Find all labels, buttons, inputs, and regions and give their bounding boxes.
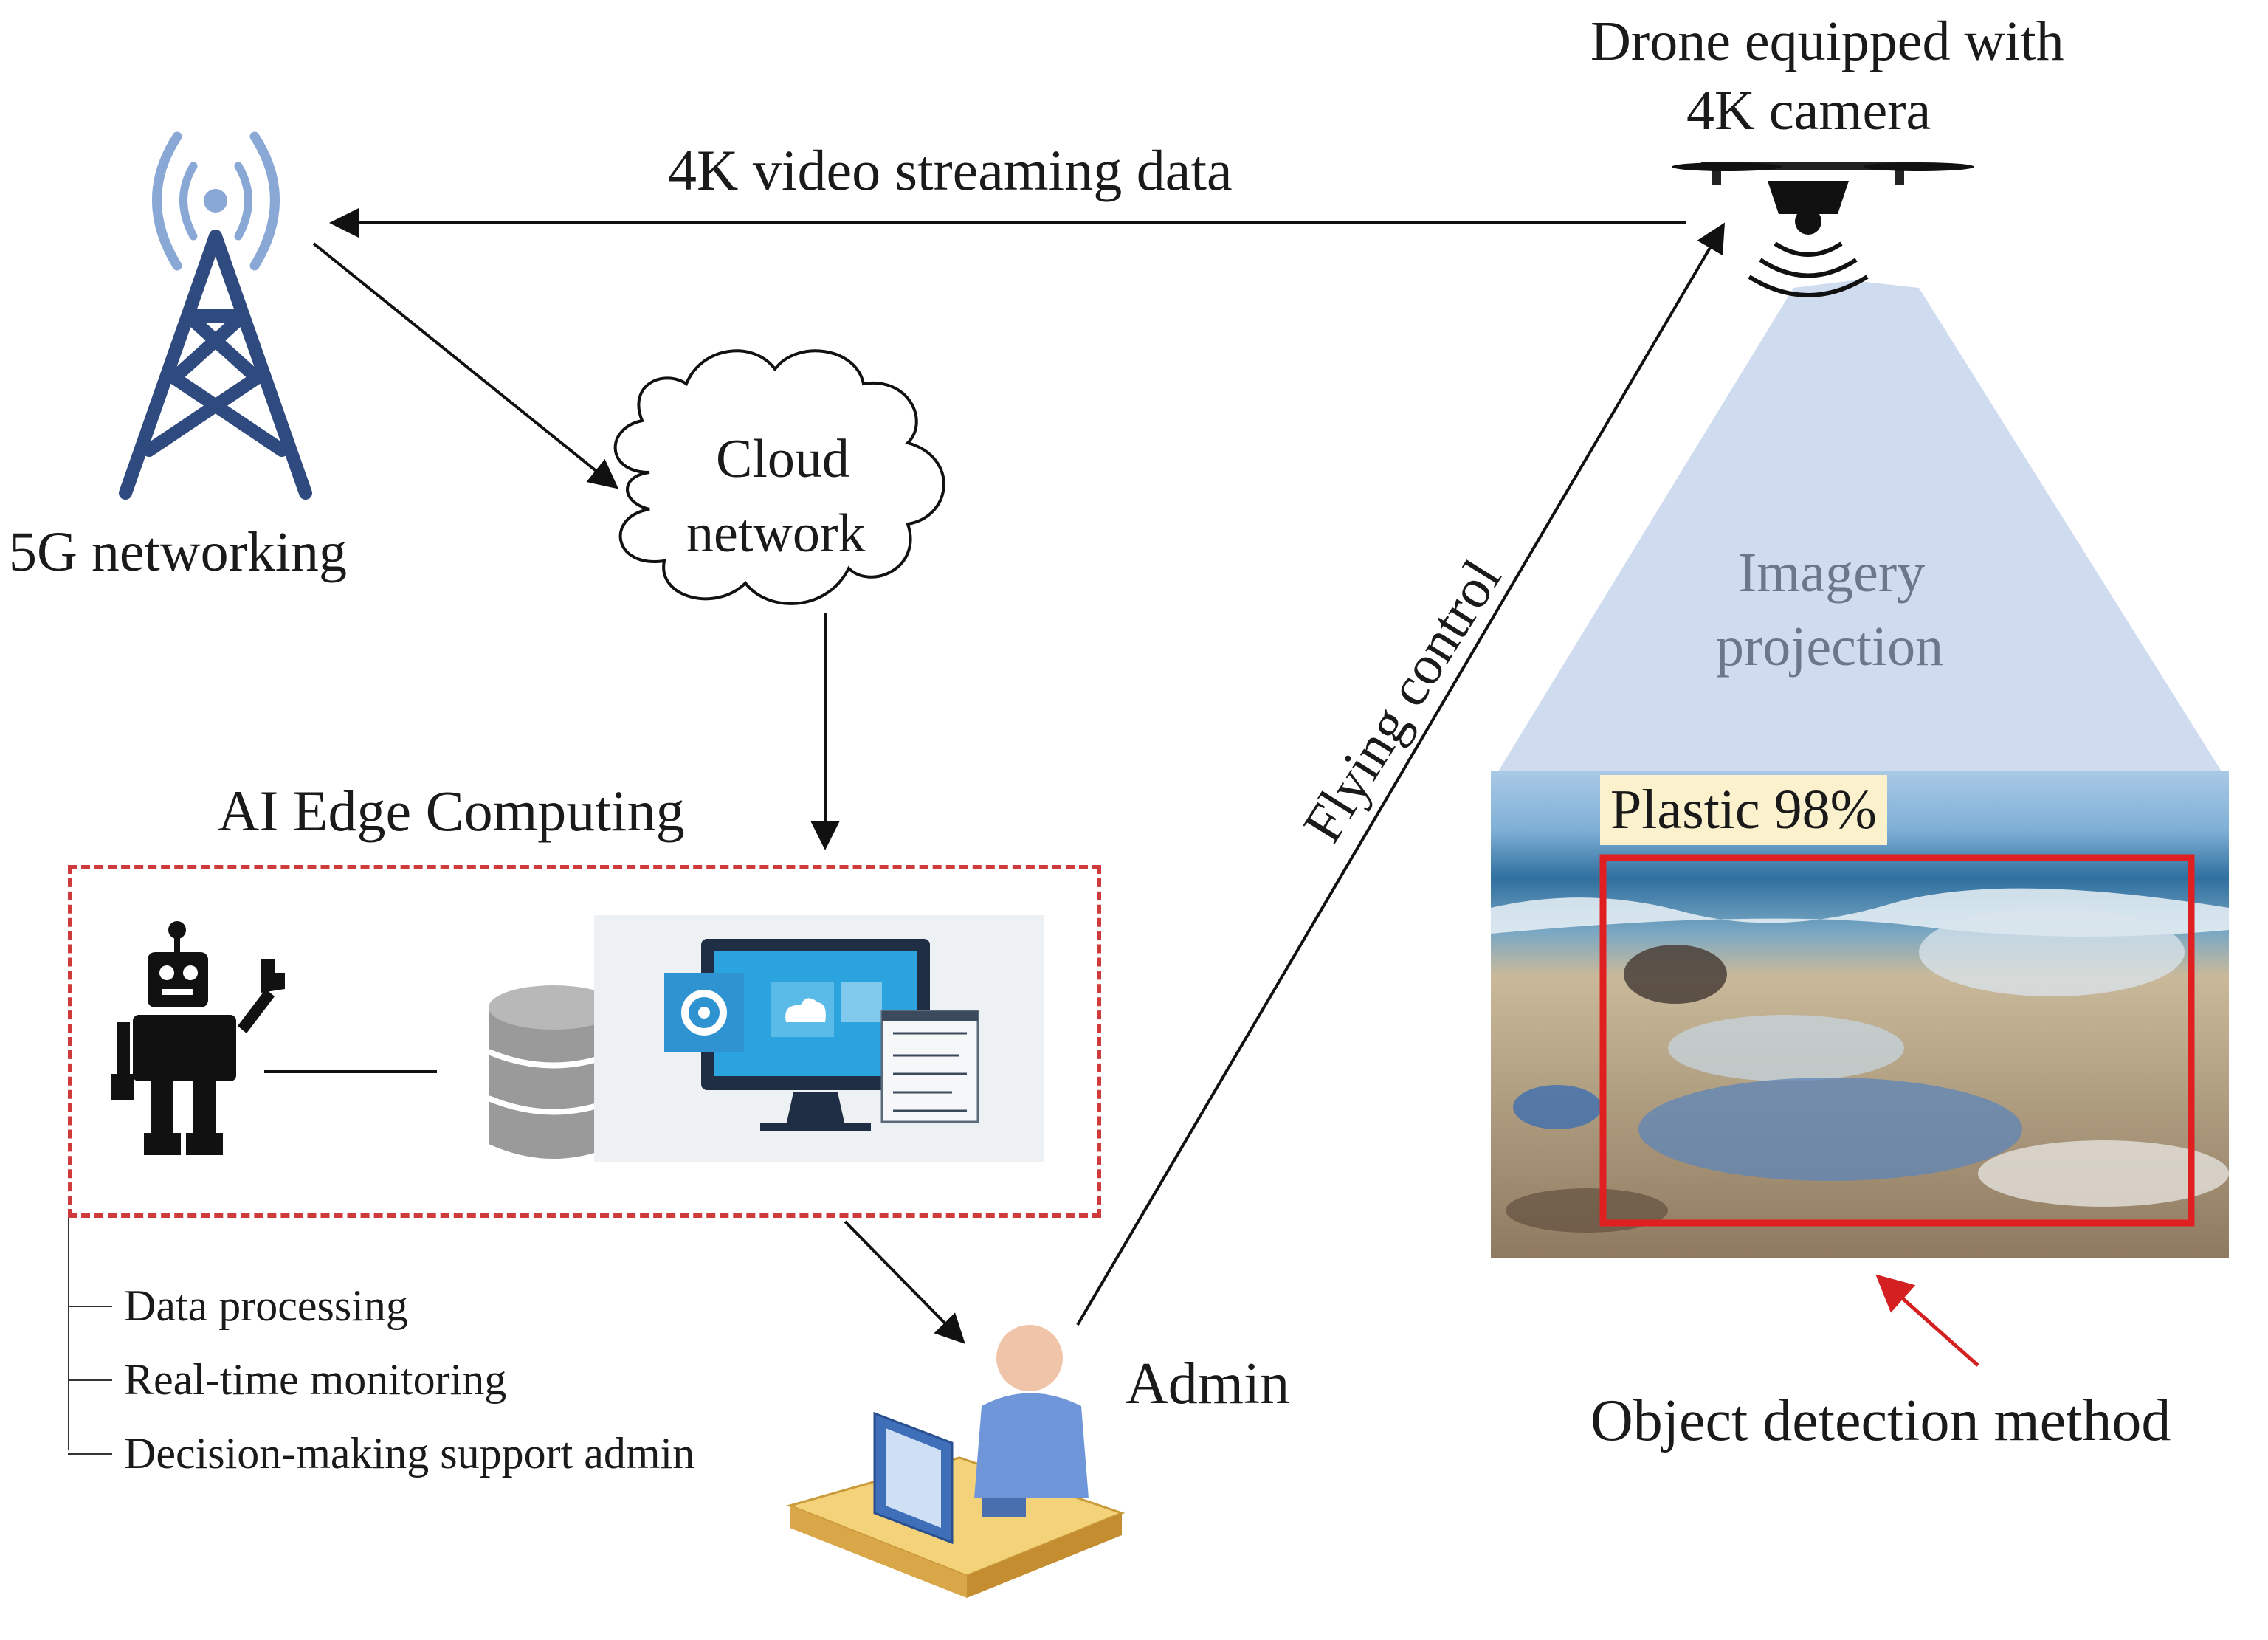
projection-label-line2: projection	[1716, 616, 1944, 678]
beach-photo	[1491, 771, 2229, 1258]
database-icon	[487, 985, 620, 1159]
edge-computing-box	[68, 865, 1101, 1218]
drone-icon	[1672, 162, 1974, 297]
projection-label-line1: Imagery	[1738, 542, 1926, 604]
tower-to-cloud-arrow	[312, 242, 619, 489]
admin-at-desk-icon	[786, 1325, 1126, 1598]
method-label: Object detection method	[1590, 1388, 2171, 1453]
drone-label-line1: Drone equipped with	[1590, 10, 2064, 72]
robot-icon	[111, 921, 285, 1155]
cloud-label-line1: Cloud	[716, 429, 849, 489]
detection-pointer-arrow	[1875, 1274, 1979, 1367]
tower-label: 5G networking	[9, 521, 348, 583]
drone-label-line2: 4K camera	[1686, 80, 1931, 142]
detection-bounding-box	[1599, 854, 2195, 1227]
cloud-icon	[613, 349, 945, 605]
edge-title: AI Edge Computing	[218, 779, 685, 843]
edge-to-admin-arrow	[844, 1220, 965, 1344]
detection-tag: Plastic 98%	[1600, 775, 1887, 845]
projection-cone	[1498, 280, 2222, 771]
monitor-icon	[594, 915, 1044, 1162]
admin-label: Admin	[1126, 1351, 1290, 1416]
edge-task-bracket	[68, 1218, 69, 1450]
stream-label: 4K video streaming data	[668, 138, 1233, 202]
flying-control-arrow	[1076, 222, 1726, 1326]
cell-tower-icon	[119, 131, 312, 500]
cloud-label-line2: network	[686, 503, 866, 564]
